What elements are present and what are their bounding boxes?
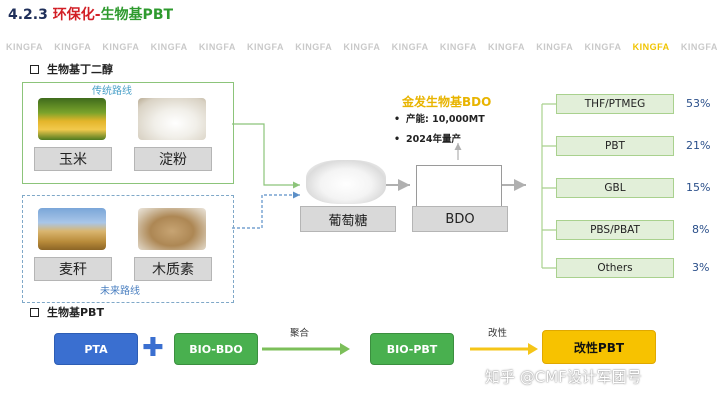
starch-label: 淀粉 — [134, 147, 212, 171]
kingfa-bdo-bullets: •产能: 10,000MT •2024年量产 — [394, 111, 485, 151]
square-bullet-icon — [30, 65, 39, 74]
share-pbt: 21% — [686, 139, 710, 152]
share-others: 3% — [692, 261, 709, 274]
future-route-label: 未来路线 — [100, 282, 140, 297]
bio-pbt-box: BIO-PBT — [370, 333, 454, 365]
corn-label: 玉米 — [34, 147, 112, 171]
application-gbl: GBL — [556, 178, 674, 198]
share-pbs-pbat: 8% — [692, 223, 709, 236]
application-pbs-pbat: PBS/PBAT — [556, 220, 674, 240]
pta-box: PTA — [54, 333, 138, 365]
traditional-route-arrow — [232, 124, 300, 185]
lignin-label: 木质素 — [134, 257, 212, 281]
modification-label: 改性 — [488, 325, 507, 339]
lignin-photo — [138, 208, 206, 250]
square-bullet-icon — [30, 308, 39, 317]
glucose-photo — [306, 160, 386, 204]
glucose-label: 葡萄糖 — [300, 206, 396, 232]
modified-pbt-box: 改性PBT — [542, 330, 656, 364]
application-thf-ptmeg: THF/PTMEG — [556, 94, 674, 114]
application-others: Others — [556, 258, 674, 278]
section2-heading: 生物基PBT — [30, 304, 104, 320]
share-thf-ptmeg: 53% — [686, 97, 710, 110]
kingfa-bullet-capacity: •产能: 10,000MT — [394, 111, 485, 125]
application-pbt: PBT — [556, 136, 674, 156]
section1-heading: 生物基丁二醇 — [30, 61, 113, 77]
section2-label: 生物基PBT — [47, 304, 104, 320]
traditional-route-label: 传统路线 — [92, 82, 132, 97]
kingfa-bullet-production: •2024年量产 — [394, 131, 485, 145]
wheat-straw-photo — [38, 208, 106, 250]
polymerization-label: 聚合 — [290, 325, 309, 339]
watermark-text: 知乎 @CMF设计军团号 — [485, 366, 642, 387]
wheat-straw-label: 麦秆 — [34, 257, 112, 281]
bdo-label: BDO — [412, 206, 508, 232]
starch-photo — [138, 98, 206, 140]
bio-bdo-box: BIO-BDO — [174, 333, 258, 365]
kingfa-bdo-title: 金发生物基BDO — [402, 93, 491, 110]
corn-photo — [38, 98, 106, 140]
future-route-arrow — [232, 195, 300, 228]
section1-label: 生物基丁二醇 — [47, 61, 113, 77]
share-gbl: 15% — [686, 181, 710, 194]
plus-icon: ✚ — [142, 335, 164, 361]
bdo-structure-box — [416, 165, 502, 207]
